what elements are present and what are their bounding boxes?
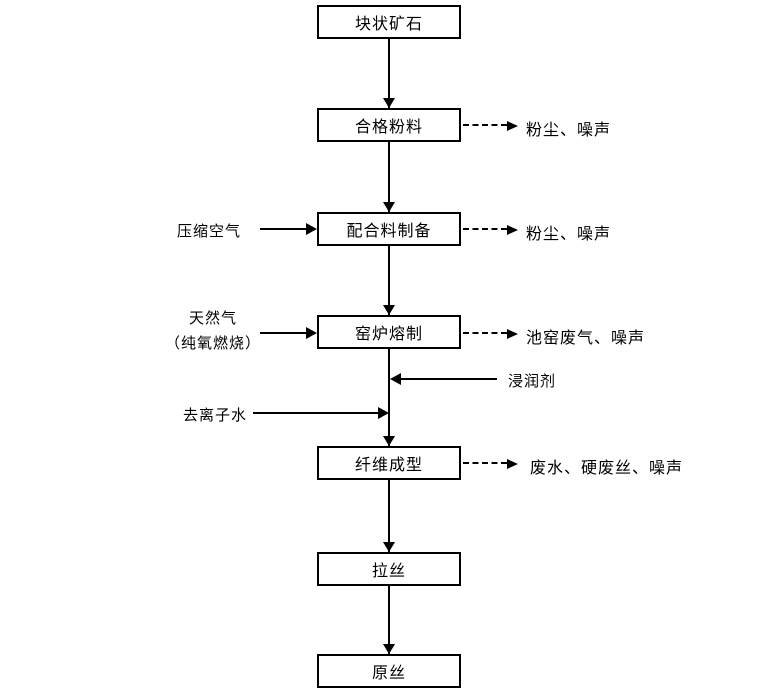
label-compressed-air: 压缩空气 [177,222,242,240]
node-kiln-melting: 窑炉熔制 [317,315,461,349]
label-sizing-agent: 浸润剂 [508,372,557,390]
flow-arrow-1 [383,39,395,108]
node-batch-preparation: 配合料制备 [317,212,461,246]
flow-arrow-2 [383,142,395,212]
node-qualified-powder: 合格粉料 [317,108,461,142]
input-arrow-compressed-air [260,223,317,235]
flow-arrow-5 [383,480,395,552]
emission-arrow-4 [463,459,518,469]
input-arrow-deionized-water [253,407,389,419]
emission-label-2: 粉尘、噪声 [526,224,612,243]
input-arrow-natural-gas [260,327,317,339]
emission-label-3: 池窑废气、噪声 [526,328,646,347]
emission-label-1: 粉尘、噪声 [526,120,612,139]
flow-arrow-4 [383,349,395,446]
input-arrow-sizing-agent [390,373,497,385]
flow-arrow-3 [383,246,395,315]
emission-arrow-3 [463,329,518,339]
label-deionized-water: 去离子水 [183,406,248,424]
node-fiber-forming: 纤维成型 [317,446,461,480]
emission-label-4: 废水、硬废丝、噪声 [530,458,684,477]
label-natural-gas: 天然气 （纯氧燃烧） [158,306,268,356]
label-natural-gas-line1: 天然气 [188,309,237,327]
node-drawing: 拉丝 [317,552,461,586]
node-block-ore: 块状矿石 [317,5,461,39]
emission-arrow-2 [463,225,518,235]
node-raw-strand: 原丝 [317,654,461,688]
flow-arrow-6 [383,586,395,654]
emission-arrow-1 [463,121,518,131]
label-natural-gas-line2: （纯氧燃烧） [164,334,261,352]
